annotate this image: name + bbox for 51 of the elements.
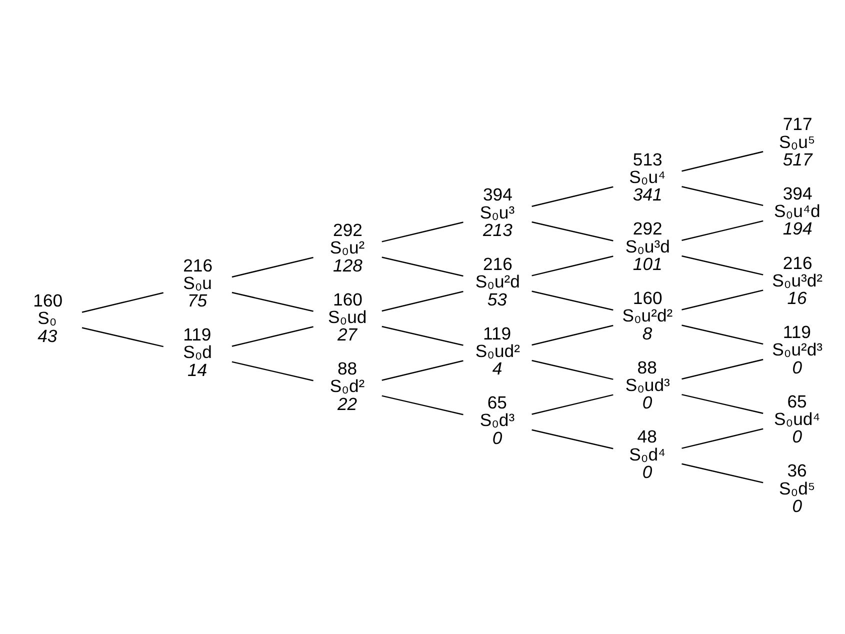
node-text: 119 S₀ud² 4 — [475, 323, 520, 379]
node-text: 216 S₀u²d 53 — [475, 254, 520, 310]
node-text: 48 S₀d⁴ 0 — [629, 426, 666, 482]
node-text: 88 S₀ud³ 0 — [625, 357, 670, 413]
node-text: 160 S₀ 43 — [33, 290, 63, 346]
connector — [532, 394, 614, 415]
node-text: 160 S₀u²d² 8 — [622, 288, 673, 344]
connector — [532, 256, 614, 276]
connector — [532, 221, 614, 242]
connector — [532, 186, 614, 208]
connector — [382, 326, 464, 346]
connector — [382, 290, 464, 312]
node-text: 160 S₀ud 27 — [328, 289, 367, 345]
connector — [382, 256, 464, 277]
node-text: 394 S₀u³ 213 — [480, 184, 515, 240]
connector — [682, 255, 764, 276]
connector — [232, 256, 314, 278]
connector — [382, 360, 464, 381]
node-text: 119 S₀d 14 — [183, 324, 212, 380]
connector — [682, 290, 764, 310]
node-text: 88 S₀d² 22 — [330, 358, 365, 414]
connector — [382, 222, 464, 242]
node-text: 65 S₀ud⁴ 0 — [774, 391, 820, 447]
connector — [232, 292, 314, 312]
connector — [682, 428, 764, 449]
connector — [232, 326, 314, 347]
connector — [532, 290, 614, 311]
connector — [682, 394, 764, 414]
connector — [682, 220, 764, 242]
connector — [682, 151, 764, 172]
node-text: 292 S₀u³d 101 — [625, 218, 670, 274]
connector — [82, 327, 164, 348]
node-text: 717 S₀u⁵ 517 — [779, 114, 816, 170]
connector — [682, 358, 764, 380]
connector — [682, 463, 764, 484]
node-text: 292 S₀u² 128 — [330, 220, 365, 276]
connector — [682, 324, 764, 345]
connector — [382, 395, 464, 416]
connector — [682, 186, 764, 206]
node-text: 65 S₀d³ 0 — [480, 392, 515, 448]
node-text: 394 S₀u⁴d 194 — [774, 183, 820, 239]
node-text: 36 S₀d⁵ 0 — [779, 460, 816, 516]
connector — [532, 429, 614, 450]
connector — [82, 292, 164, 313]
node-text: 216 S₀u 75 — [183, 255, 213, 311]
node-text: 513 S₀u⁴ 341 — [629, 149, 666, 205]
connector — [532, 324, 614, 346]
connector — [232, 361, 314, 382]
node-text: 216 S₀u³d² 16 — [772, 252, 823, 308]
connector — [532, 360, 614, 380]
node-text: 119 S₀u²d³ 0 — [772, 322, 823, 378]
